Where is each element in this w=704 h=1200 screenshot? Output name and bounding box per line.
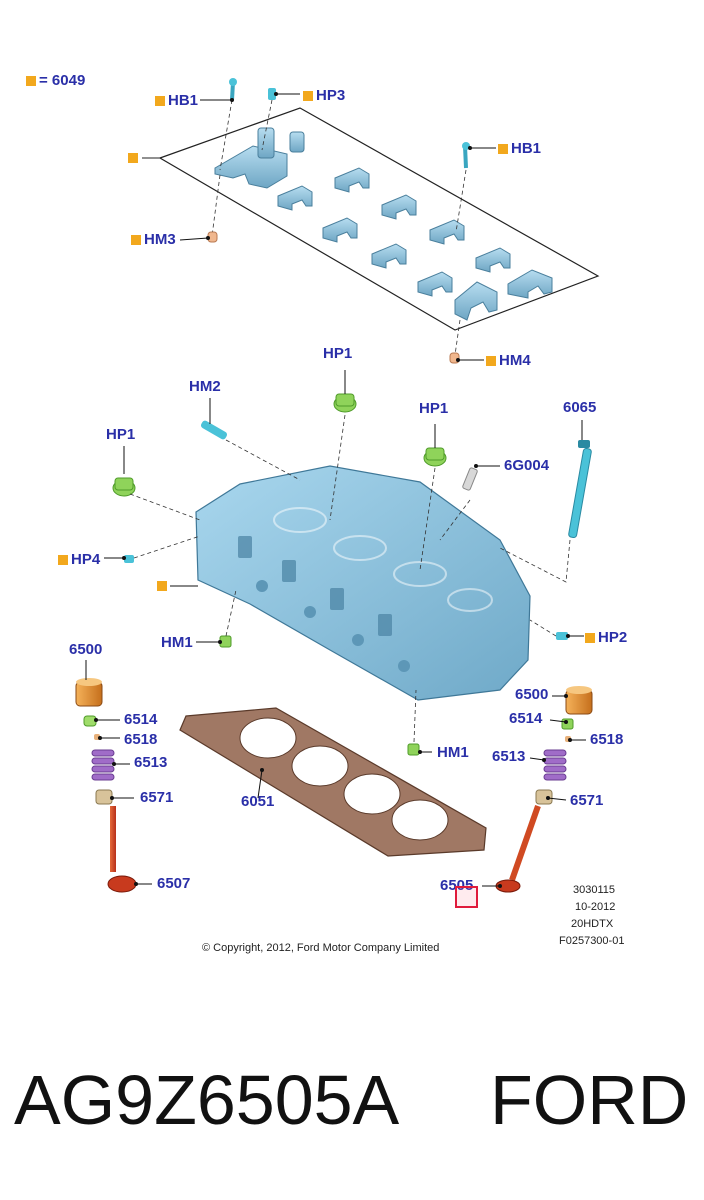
- label-6514-left[interactable]: 6514: [124, 711, 158, 728]
- brand-caption: FORD: [490, 1061, 689, 1139]
- label-6500-left[interactable]: 6500: [69, 641, 103, 658]
- label-hp3[interactable]: HP3: [303, 87, 345, 104]
- label-hp1-top[interactable]: HP1: [323, 345, 353, 362]
- leader-lines: [85, 93, 586, 887]
- label-6051[interactable]: 6051: [241, 793, 275, 810]
- label-hm2[interactable]: HM2: [189, 378, 221, 395]
- selected-part-highlight: [455, 886, 478, 908]
- marker-square-icon: [58, 554, 68, 565]
- label-hm1-left[interactable]: HM1: [161, 634, 193, 651]
- right-valve-stack: [495, 686, 593, 893]
- part-number-caption: AG9Z6505A: [14, 1061, 400, 1139]
- drawing-id: 3030115: [573, 884, 616, 896]
- label-hp1-left[interactable]: HP1: [106, 426, 136, 443]
- drawing-model: 20HDTX: [571, 918, 614, 930]
- label-hp2[interactable]: HP2: [585, 629, 627, 646]
- left-valve-stack: [75, 678, 137, 893]
- label-6500-right[interactable]: 6500: [515, 686, 549, 703]
- cylinder-head: [195, 465, 531, 701]
- head-gasket: [179, 707, 487, 857]
- label-hp1-mid[interactable]: HP1: [419, 400, 449, 417]
- label-6514-right[interactable]: 6514: [509, 710, 543, 727]
- marker-square-icon: [131, 234, 141, 245]
- marker-square-icon: [26, 75, 36, 86]
- label-hb1-left[interactable]: HB1: [155, 92, 198, 109]
- drawing-date: 10-2012: [575, 901, 616, 913]
- label-6571-left[interactable]: 6571: [140, 789, 174, 806]
- label-6065[interactable]: 6065: [563, 399, 597, 416]
- legend-text: = 6049: [39, 72, 86, 89]
- marker-square-icon: [157, 581, 167, 591]
- label-hp4[interactable]: HP4: [58, 551, 100, 568]
- label-6g004[interactable]: 6G004: [504, 457, 550, 474]
- legend: = 6049: [26, 72, 85, 89]
- cam-cap-tray: [142, 78, 600, 364]
- drawing-ref: F0257300-01: [559, 935, 625, 947]
- label-hm1-right[interactable]: HM1: [437, 744, 469, 761]
- marker-square-icon: [155, 95, 165, 106]
- label-6513-right[interactable]: 6513: [492, 748, 526, 765]
- label-hm3[interactable]: HM3: [131, 231, 176, 248]
- label-6571-right[interactable]: 6571: [570, 792, 604, 809]
- copyright: © Copyright, 2012, Ford Motor Company Li…: [202, 942, 440, 954]
- marker-square-icon: [303, 90, 313, 101]
- label-6507[interactable]: 6507: [157, 875, 191, 892]
- label-hb1-right[interactable]: HB1: [498, 140, 541, 157]
- marker-square-icon: [128, 153, 138, 163]
- exploded-diagram: = 6049 HB1 HP3 HB1 HM3 HM4 HP4 HP2 HP1 H…: [26, 72, 627, 954]
- label-6518-left[interactable]: 6518: [124, 731, 158, 748]
- label-6518-right[interactable]: 6518: [590, 731, 624, 748]
- plugs: [112, 393, 592, 756]
- diagram-graphics: [75, 78, 600, 893]
- label-6505[interactable]: 6505: [440, 877, 474, 894]
- marker-square-icon: [498, 143, 508, 154]
- marker-square-icon: [486, 355, 496, 366]
- label-6513-left[interactable]: 6513: [134, 754, 168, 771]
- label-hm4[interactable]: HM4: [486, 352, 531, 369]
- marker-square-icon: [585, 632, 595, 643]
